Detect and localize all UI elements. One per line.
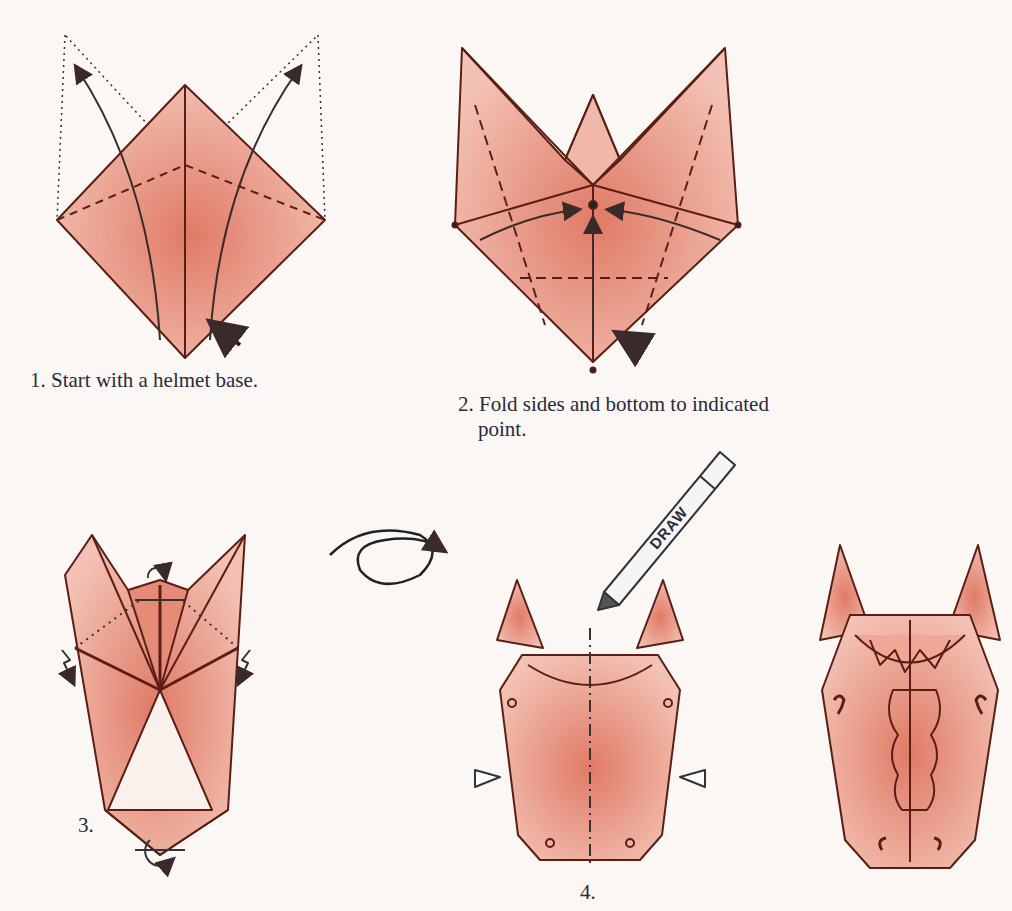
step-caption: 2. Fold sides and bottom to indicated po… bbox=[458, 392, 798, 442]
horse-head-figure bbox=[820, 545, 1000, 868]
fold-figure-3 bbox=[62, 535, 250, 866]
fold-figure-4 bbox=[475, 452, 735, 868]
step-number: 4. bbox=[580, 880, 620, 905]
pen bbox=[598, 452, 735, 610]
step-number: 3. bbox=[78, 813, 118, 838]
turn-over-symbol bbox=[330, 531, 440, 584]
fold-figure-2 bbox=[453, 48, 741, 373]
step-caption: 1. Start with a helmet base. bbox=[30, 368, 390, 393]
helmet-base-figure bbox=[57, 35, 325, 358]
